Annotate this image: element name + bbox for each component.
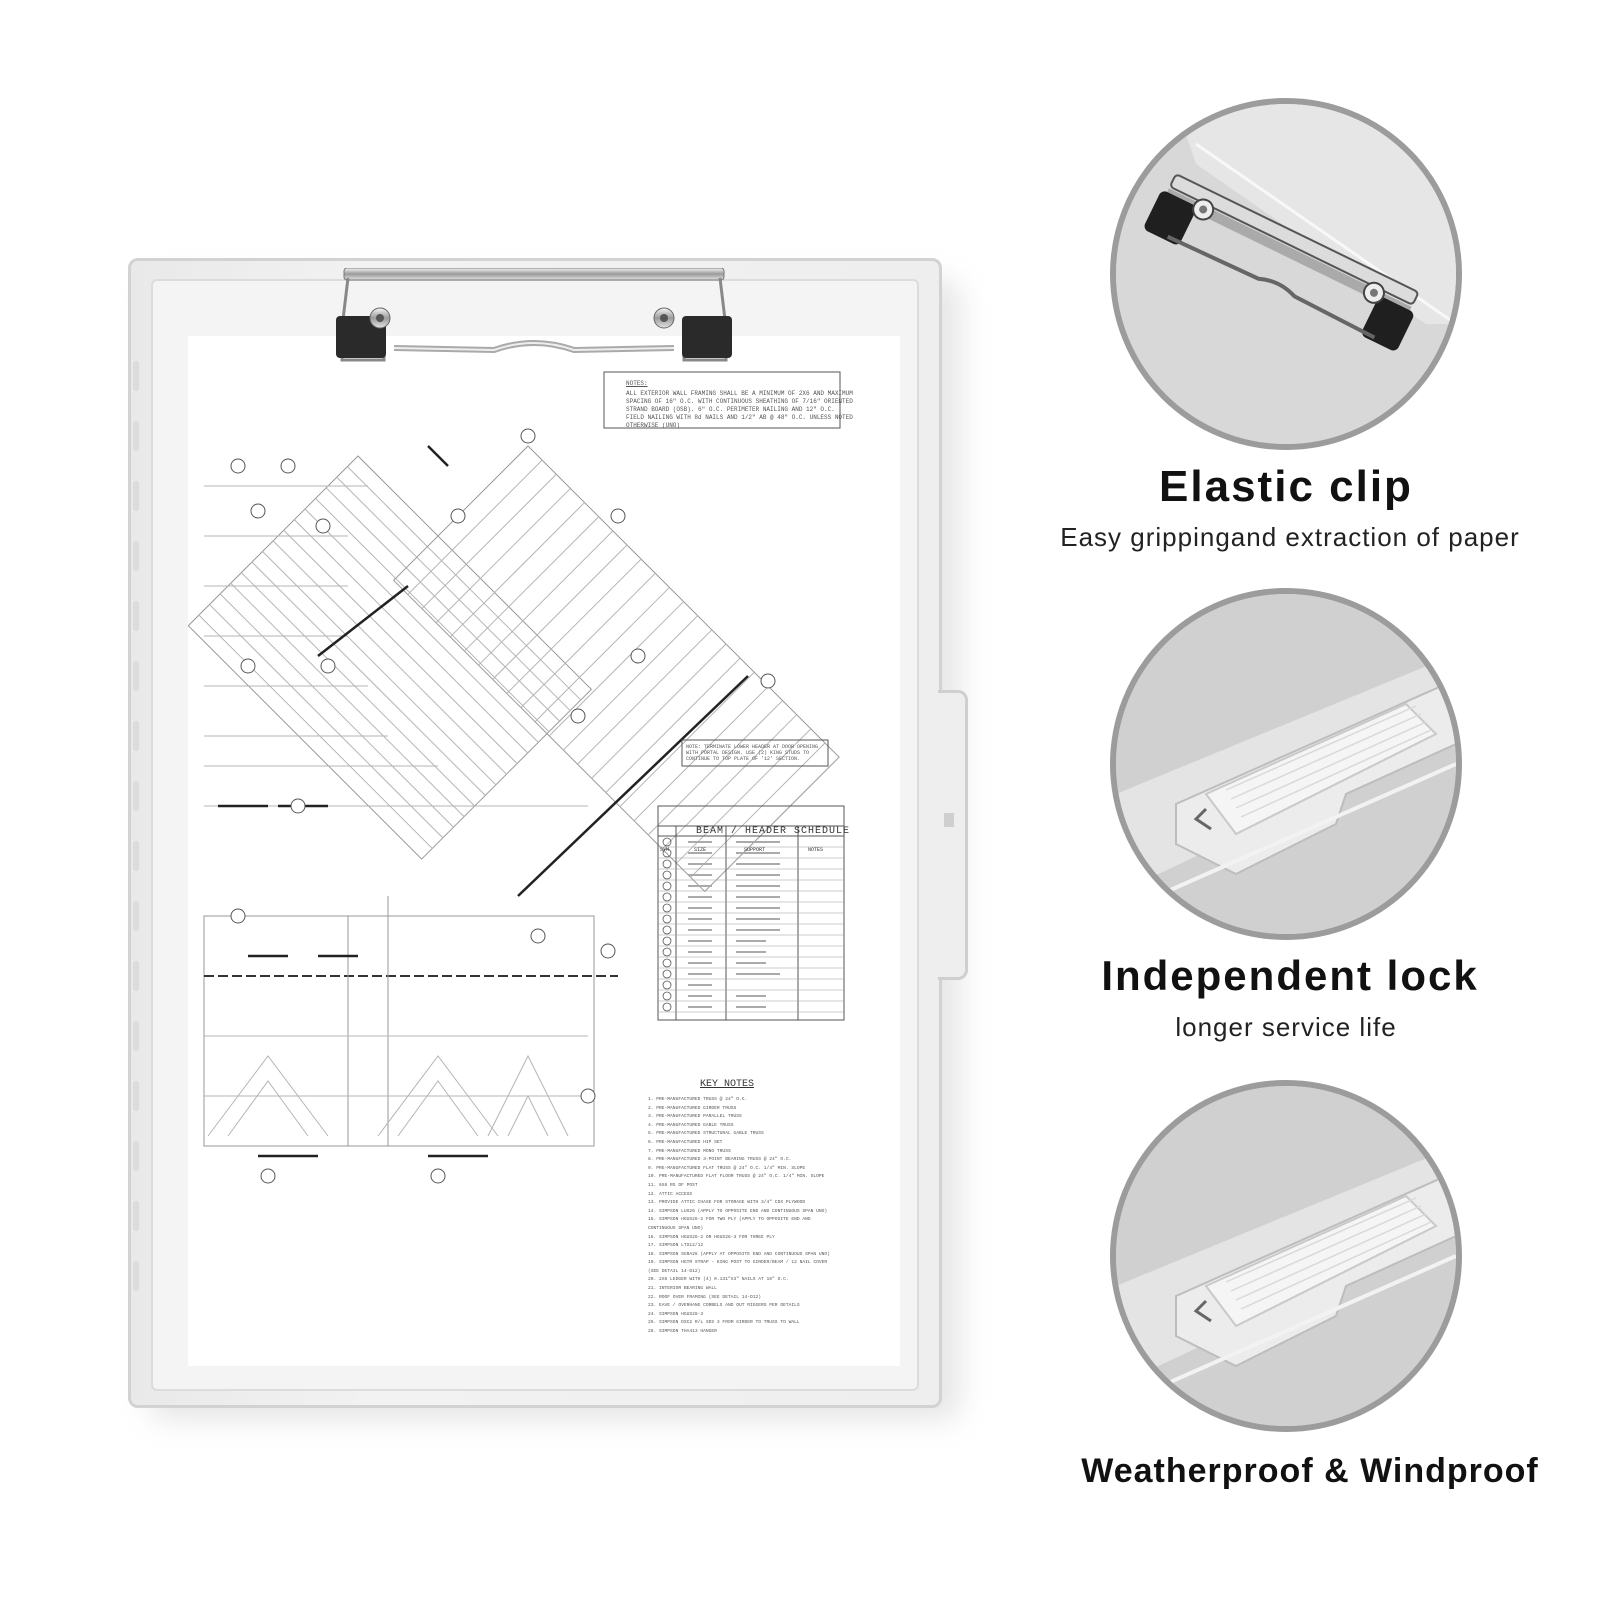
key-note: 12. ATTIC ACCESS	[648, 1191, 693, 1197]
key-notes-list: 1. PRE-MANUFACTURED TRUSS @ 24" O.C. 2. …	[648, 1096, 888, 1337]
metal-clip	[334, 267, 734, 368]
key-note: 17. SIMPSON LTS12/12	[648, 1243, 704, 1249]
notes-label: NOTES:	[626, 380, 648, 387]
key-note: 13. PROVIDE ATTIC CHASE FOR STORAGE WITH…	[648, 1200, 806, 1206]
feature-circle-independent-lock	[1110, 588, 1462, 940]
key-note: CONTINUOUS SPAN UNO)	[648, 1225, 704, 1231]
key-note: 4. PRE-MANUFACTURED GABLE TRUSS	[648, 1122, 734, 1128]
feature-title-elastic-clip: Elastic clip	[1159, 462, 1413, 511]
key-note: 24. SIMPSON HGUS28-3	[648, 1311, 704, 1317]
feature-subtitle-independent-lock: longer service life	[1175, 1012, 1397, 1042]
feature-subtitle-elastic-clip: Easy grippingand extraction of paper	[1060, 522, 1520, 552]
beam-schedule-title: BEAM / HEADER SCHEDULE	[696, 826, 851, 837]
schedule-col-size: SIZE	[694, 847, 707, 853]
key-notes-title: KEY NOTES	[700, 1079, 755, 1090]
key-note: 16. SIMPSON HGUS26-2 OR HGUS26-3 FOR THR…	[648, 1234, 775, 1240]
key-note: 9. PRE-MANUFACTURED FLAT TRUSS @ 24" O.C…	[648, 1165, 806, 1171]
schedule-col-notes: NOTES	[808, 847, 824, 853]
blueprint-callout: NOTE: TERMINATE LOWER HEADER AT DOOR OPE…	[686, 744, 819, 762]
feature-title-weatherproof: Weatherproof & Windproof	[1081, 1452, 1539, 1490]
key-note: 7. PRE-MANUFACTURED MONO TRUSS	[648, 1148, 731, 1154]
feature-circle-weatherproof	[1110, 1080, 1462, 1432]
key-note: 3. PRE-MANUFACTURED PARALLEL TRUSS	[648, 1114, 742, 1120]
key-note: 1. PRE-MANUFACTURED TRUSS @ 24" O.C.	[648, 1097, 748, 1102]
key-note: 14. SIMPSON LUS26 (APPLY TO OPPOSITE END…	[648, 1208, 828, 1214]
blueprint-drawing	[188, 371, 845, 1184]
schedule-col-sym: SYM	[660, 847, 670, 853]
key-note: 5. PRE-MANUFACTURED STRUCTURAL GABLE TRU…	[648, 1131, 764, 1137]
key-note: 21. INTERIOR BEARING WALL	[648, 1286, 717, 1292]
blueprint-notes: NOTES: ALL EXTERIOR WALL FRAMING SHALL B…	[626, 380, 866, 430]
key-note: 11. 6X6 RS DF POST	[648, 1182, 698, 1188]
key-note: 25. SIMPSON DSC2 R/L SDS 3 FROM GIRDER T…	[648, 1320, 800, 1326]
blueprint-paper	[188, 336, 900, 1366]
key-note: (SEE DETAIL 14-D12)	[648, 1268, 701, 1274]
notes-body: ALL EXTERIOR WALL FRAMING SHALL BE A MIN…	[626, 390, 853, 429]
feature-title-independent-lock: Independent lock	[1101, 952, 1479, 999]
feature-circle-elastic-clip	[1110, 98, 1462, 450]
key-note: 6. PRE-MANUFACTURED HIP SET	[648, 1139, 723, 1145]
key-note: 2. PRE-MANUFACTURED GIRDER TRUSS	[648, 1105, 737, 1111]
key-note: 26. SIMPSON THA413 HANGER	[648, 1329, 717, 1335]
key-note: 10. PRE-MANUFACTURED FLAT FLOOR TRUSS @ …	[648, 1174, 825, 1180]
key-note: 15. SIMPSON HGUS26-2 FOR TWO PLY (APPLY …	[648, 1217, 811, 1223]
key-note: 22. ROOF OVER FRAMING (SEE DETAIL 14-D12…	[648, 1294, 762, 1300]
clipboard-edge-ribs	[133, 361, 143, 1361]
schedule-col-support: SUPPORT	[744, 847, 766, 853]
key-note: 19. SIMPSON HGTR STRAP - KING POST TO GI…	[648, 1260, 828, 1266]
key-note: 23. EAVE / OVERHANG CORBELS AND OUT RIGG…	[648, 1303, 800, 1309]
side-lock	[938, 690, 968, 980]
key-note: 8. PRE-MANUFACTURED 3-POINT BEARING TRUS…	[648, 1157, 792, 1163]
key-note: 18. SIMPSON SGRA26 (APPLY AT OPPOSITE EN…	[648, 1251, 830, 1257]
key-note: 20. 2X6 LEDGER WITH (4) 0.131"X3" NAILS …	[648, 1277, 789, 1283]
